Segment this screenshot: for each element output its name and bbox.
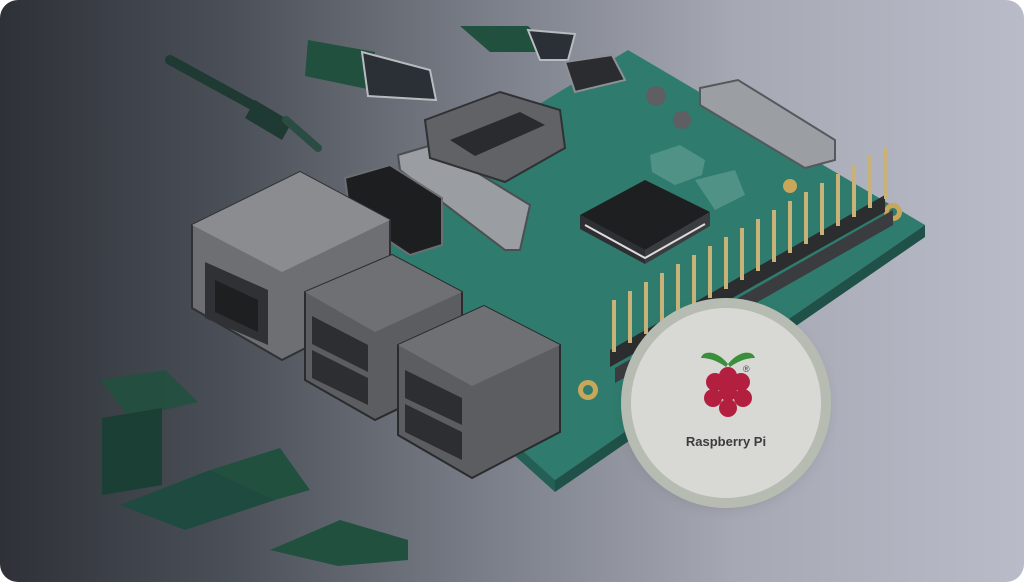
display-connector (699, 78, 836, 170)
usb-cable-plug-3 (270, 520, 408, 566)
usb-port-2 (397, 304, 561, 480)
micro-usb-port (563, 53, 627, 94)
brand-name: Raspberry Pi (685, 434, 767, 449)
raspberry-pi-logo-badge: ® Raspberry Pi (631, 308, 821, 498)
registered-mark: ® (743, 364, 750, 374)
raspberry-logo-icon (701, 352, 755, 417)
audio-jack-cable (165, 55, 322, 152)
usb-cable-plug-2 (120, 448, 310, 530)
hdmi-cable (460, 26, 577, 61)
hdmi-port (423, 90, 567, 184)
usb-c-cable (305, 40, 438, 102)
usb-cable-plug-1 (100, 370, 198, 495)
processor-chip (580, 180, 710, 264)
